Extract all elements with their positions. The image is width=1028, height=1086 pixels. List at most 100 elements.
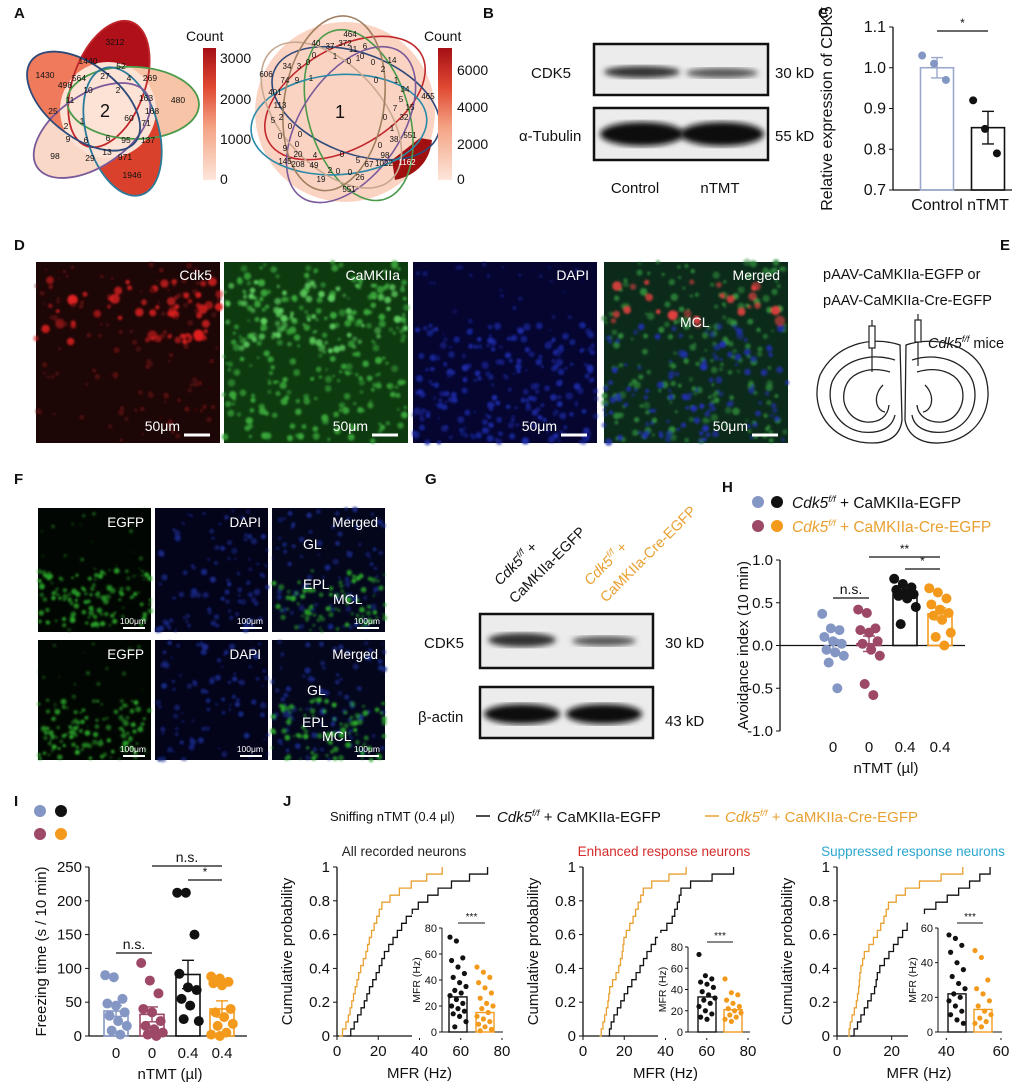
data-point bbox=[939, 640, 950, 651]
cell bbox=[293, 334, 301, 341]
cell bbox=[365, 610, 372, 616]
cell bbox=[726, 317, 734, 325]
cell bbox=[105, 594, 111, 600]
cell bbox=[187, 624, 191, 628]
cell bbox=[523, 323, 531, 331]
cell bbox=[347, 571, 352, 576]
cell bbox=[249, 364, 253, 368]
cell bbox=[670, 381, 676, 387]
cell bbox=[512, 372, 516, 376]
cell bbox=[123, 703, 128, 708]
venn-count: 11 bbox=[66, 95, 75, 105]
cell bbox=[218, 747, 221, 750]
cell bbox=[303, 729, 309, 734]
cell bbox=[329, 592, 333, 596]
data-point bbox=[704, 1016, 710, 1022]
cell bbox=[210, 311, 217, 318]
cell bbox=[222, 355, 226, 358]
legend-dot-black bbox=[771, 496, 783, 508]
cell bbox=[770, 414, 774, 418]
cell bbox=[281, 321, 288, 329]
cell bbox=[338, 754, 344, 761]
cell bbox=[100, 274, 104, 279]
cell bbox=[355, 733, 358, 736]
cell bbox=[235, 370, 240, 375]
cell bbox=[689, 343, 697, 351]
cell bbox=[79, 523, 82, 526]
cell bbox=[303, 324, 311, 331]
cell bbox=[301, 424, 307, 429]
cell bbox=[748, 292, 757, 301]
cell bbox=[678, 275, 682, 279]
cell bbox=[33, 335, 39, 342]
cell bbox=[132, 551, 135, 553]
significance-label: ** bbox=[900, 542, 910, 556]
cell bbox=[71, 720, 76, 725]
cell bbox=[208, 277, 217, 287]
cell bbox=[603, 413, 608, 417]
cell bbox=[338, 402, 346, 409]
y-tick-label: 0 bbox=[74, 1028, 82, 1045]
cell bbox=[37, 702, 41, 706]
cell bbox=[225, 578, 230, 583]
cell bbox=[383, 285, 389, 291]
x-tick-label: 0 bbox=[112, 1045, 120, 1062]
cell bbox=[626, 386, 632, 392]
cell bbox=[386, 306, 391, 311]
y-tick-label: 60 bbox=[671, 963, 683, 975]
cell bbox=[352, 352, 357, 357]
cell bbox=[125, 586, 131, 591]
cell bbox=[71, 576, 74, 579]
data-point bbox=[941, 593, 952, 604]
cell bbox=[249, 287, 256, 294]
cell bbox=[57, 747, 61, 750]
cell bbox=[323, 689, 330, 697]
cell bbox=[221, 710, 226, 715]
cell bbox=[259, 701, 267, 709]
channel-label: CaMKIIa bbox=[346, 267, 401, 283]
channel-label: Merged bbox=[332, 647, 378, 662]
data-point bbox=[702, 973, 709, 979]
cell bbox=[149, 309, 157, 317]
cell bbox=[138, 556, 143, 561]
venn-count: 52 bbox=[116, 61, 126, 71]
data-point bbox=[450, 1011, 456, 1017]
cell bbox=[214, 545, 220, 551]
cell bbox=[106, 738, 111, 743]
cell bbox=[318, 353, 323, 358]
lane-label: Control bbox=[611, 180, 659, 197]
cell bbox=[175, 732, 179, 736]
y-tick-label: 80 bbox=[425, 923, 437, 935]
cell bbox=[589, 350, 595, 356]
cell bbox=[110, 277, 114, 281]
cell bbox=[225, 301, 231, 307]
cell bbox=[580, 279, 584, 282]
cell bbox=[486, 273, 491, 278]
cell bbox=[264, 304, 270, 309]
significance-label: n.s. bbox=[123, 936, 146, 952]
cell bbox=[384, 296, 392, 304]
cell bbox=[401, 334, 407, 340]
cell bbox=[481, 262, 487, 268]
data-point bbox=[838, 650, 849, 661]
cell bbox=[652, 433, 655, 437]
cell bbox=[275, 332, 282, 339]
cell bbox=[592, 413, 599, 419]
cell bbox=[174, 726, 179, 731]
cell bbox=[376, 333, 381, 339]
cell bbox=[525, 398, 529, 403]
cell bbox=[312, 697, 317, 703]
cell bbox=[206, 416, 213, 423]
cell bbox=[258, 333, 265, 341]
cell bbox=[381, 666, 388, 673]
y-axis-label: MFR (Hz) bbox=[657, 967, 669, 1013]
cell bbox=[113, 611, 117, 614]
cell bbox=[382, 615, 388, 621]
cell bbox=[670, 363, 677, 369]
cell bbox=[431, 328, 435, 333]
y-tick-label: 0.2 bbox=[809, 994, 830, 1011]
cell bbox=[55, 587, 59, 591]
